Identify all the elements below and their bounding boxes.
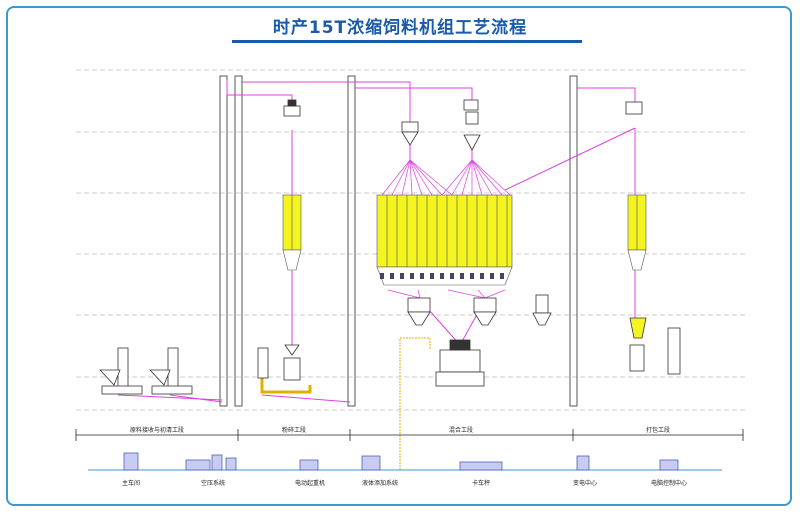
section-label-packing: 打包工段: [645, 427, 671, 434]
facility-label-main-workshop: 主车间: [121, 480, 141, 487]
single-bins: [282, 194, 647, 271]
main-workshop-icon: [123, 452, 139, 471]
facility-label-substation: 变电中心: [572, 480, 598, 487]
title-underline: [232, 40, 582, 43]
facility-label-electric-crane: 电动起重机: [294, 480, 326, 487]
pipe-network: [117, 80, 636, 403]
liquid-addition-line: [399, 337, 431, 470]
crusher-packing: [257, 317, 681, 394]
truck-scale-icon: [459, 461, 503, 471]
facility-icons: [123, 452, 679, 471]
batching-bins: [376, 194, 513, 286]
liquid-system-icon: [361, 455, 381, 471]
facility-label-air-compressor: 空压系统: [200, 480, 226, 487]
facility-label-control-center: 电脑控制中心: [650, 480, 688, 487]
control-center-icon: [659, 459, 679, 471]
facility-label-liquid-system: 液体添加系统: [361, 480, 399, 487]
electric-crane-icon: [299, 459, 319, 471]
section-dimension-line: [75, 429, 744, 441]
intake-equipment: [99, 347, 193, 395]
section-label-intake: 原料接收与初清工段: [129, 427, 185, 434]
air-compressor-icon: [185, 459, 211, 471]
facility-label-truck-scale: 卡车秤: [471, 480, 491, 487]
section-label-crushing: 粉碎工段: [281, 427, 307, 434]
distribution-lines: [381, 159, 511, 299]
mixing-equipment: [407, 294, 552, 387]
section-label-mixing: 混合工段: [448, 427, 474, 434]
diagram-title: 时产15T浓缩饲料机组工艺流程: [272, 18, 528, 38]
bucket-elevators: [219, 75, 578, 407]
top-equipment: [283, 99, 643, 151]
substation-icon: [576, 455, 590, 471]
